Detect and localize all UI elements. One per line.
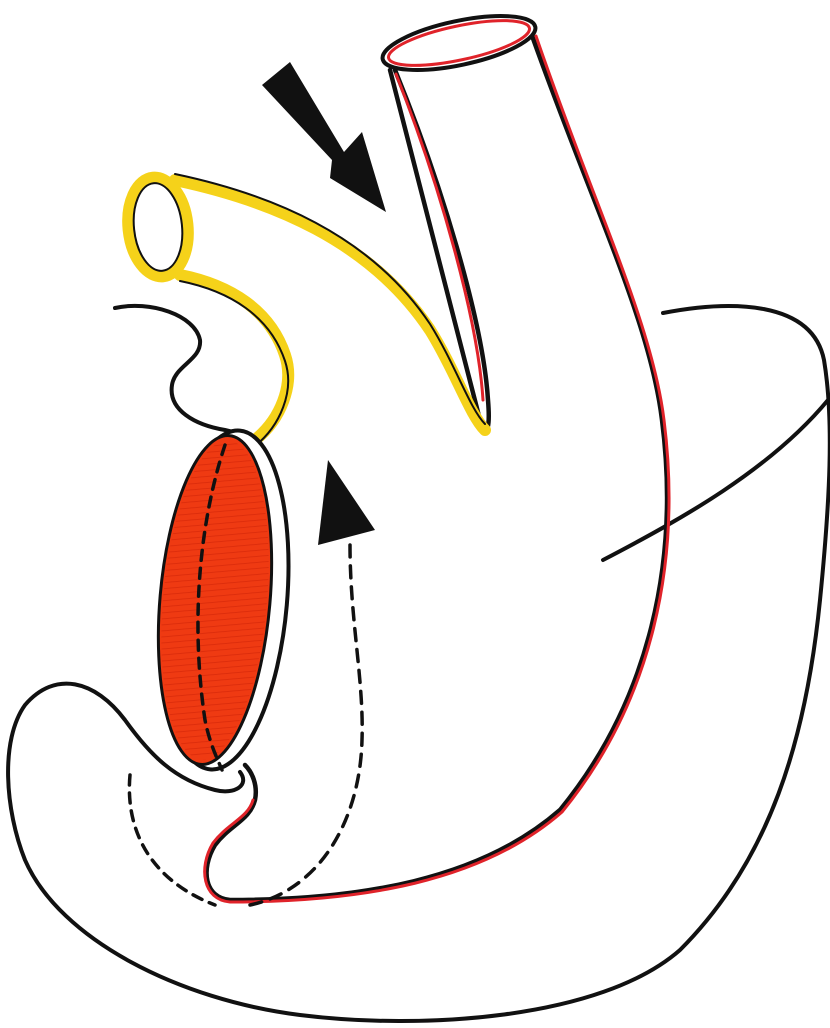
transverse-line: [603, 400, 828, 560]
inner-tube-lumen: [207, 30, 667, 900]
lower-dashed-contour: [129, 775, 215, 905]
outer-organ-outline: [8, 306, 830, 1021]
straight-arrow-icon: [262, 62, 386, 212]
yellow-duct-outer: [175, 180, 485, 430]
upper-left-fold-outline: [115, 306, 243, 437]
curved-arrow-head: [318, 460, 375, 545]
